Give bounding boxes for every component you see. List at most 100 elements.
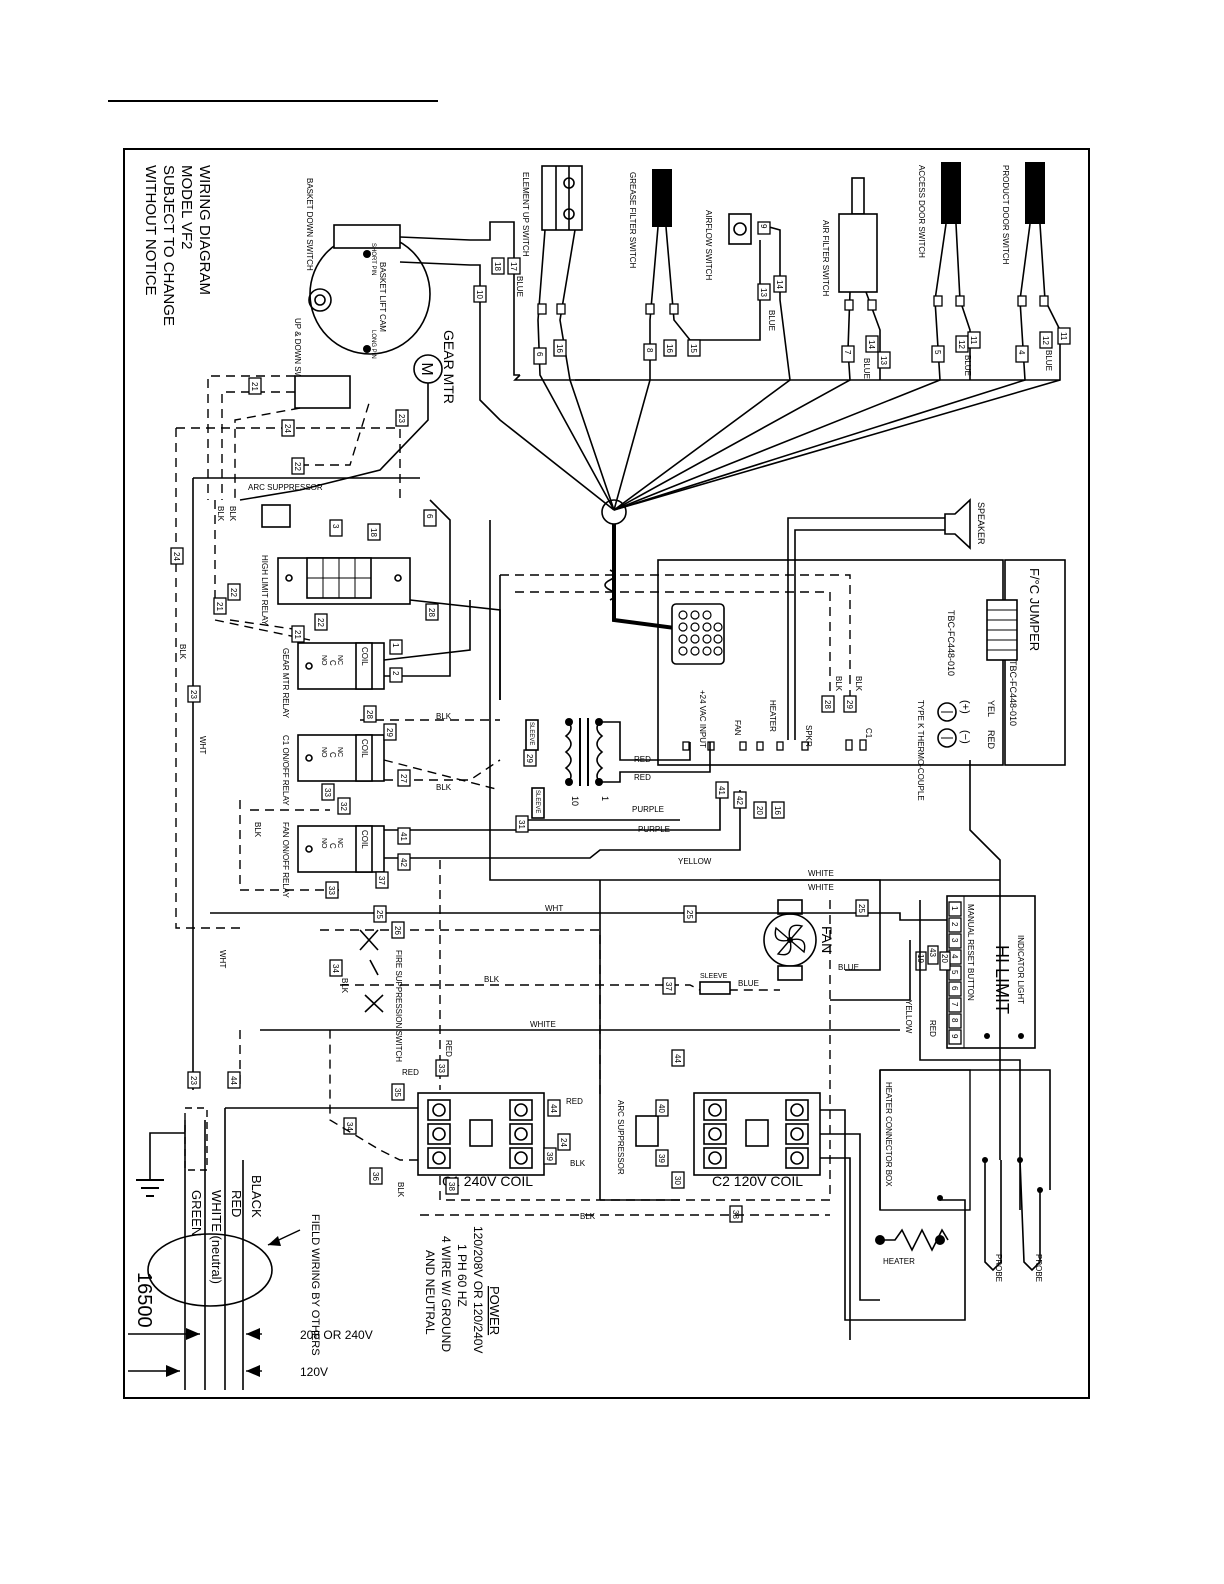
svg-text:22: 22 [316, 618, 325, 627]
svg-text:27: 27 [399, 774, 408, 783]
svg-text:WHT: WHT [218, 950, 227, 968]
left-wiring [175, 375, 1000, 1090]
svg-text:NO: NO [320, 747, 327, 758]
voltage-208-label: 208 OR 240V [300, 1328, 373, 1342]
svg-text:23: 23 [189, 1076, 198, 1085]
field-wiring: BLACK RED WHITE (neutral) GREEN FIELD WI… [147, 1107, 321, 1356]
power-note: POWER 120/208V OR 120/240V 1 PH 60 HZ 4 … [423, 1226, 502, 1353]
svg-text:18: 18 [369, 528, 378, 537]
long-pin-label: LONG PIN [370, 330, 376, 359]
air-filter-switch: AIR FILTER SWITCH [821, 177, 878, 297]
svg-text:BLK: BLK [216, 506, 225, 522]
tx-10-label: 10 [570, 796, 580, 806]
grease-filter-switch-label: GREASE FILTER SWITCH [628, 172, 637, 269]
wire-color-blue-4: BLUE [963, 355, 972, 376]
hi-limit-label: HI LIMIT [992, 945, 1012, 1014]
c2-contactor-label: C2 120V COIL [712, 1173, 803, 1189]
svg-text:29: 29 [525, 754, 534, 763]
svg-text:C: C [328, 660, 337, 666]
high-limit-relay: HIGH LIMIT RELAY [260, 555, 411, 626]
svg-text:17: 17 [509, 262, 518, 271]
ground-symbol [136, 1132, 185, 1197]
up-down-switch [294, 375, 351, 409]
svg-text:18: 18 [493, 262, 502, 271]
svg-text:21: 21 [293, 630, 302, 639]
grease-filter-switch: GREASE FILTER SWITCH [628, 169, 672, 269]
field-black-label: BLACK [249, 1175, 264, 1218]
title-line-3: SUBJECT TO CHANGE [160, 165, 177, 326]
heater-connector-box-label: HEATER CONNECTOR BOX [884, 1082, 893, 1187]
svg-text:41: 41 [399, 832, 408, 841]
field-wiring-note: FIELD WIRING BY OTHERS [309, 1214, 321, 1356]
svg-text:24: 24 [283, 424, 292, 433]
svg-text:BLUE: BLUE [838, 963, 859, 972]
svg-text:20: 20 [755, 806, 764, 815]
svg-text:11: 11 [1059, 332, 1068, 341]
svg-text:14: 14 [775, 280, 784, 289]
svg-text:14: 14 [867, 340, 876, 349]
svg-text:37: 37 [377, 876, 386, 885]
svg-text:41: 41 [717, 786, 726, 795]
control-board [657, 559, 1004, 766]
svg-text:32: 32 [339, 802, 348, 811]
tbc-board-label-2: TBC-FC448-010 [946, 610, 956, 676]
tc-yel-label: YEL [986, 700, 996, 717]
svg-text:BLK: BLK [580, 1212, 596, 1221]
title-line-2: MODEL VF2 [178, 165, 195, 249]
svg-text:40: 40 [657, 1104, 666, 1113]
c1-terminal-label: C1 [864, 728, 873, 739]
svg-text:NO: NO [320, 655, 327, 666]
svg-text:YELLOW: YELLOW [904, 1000, 913, 1034]
element-up-switch-label: ELEMENT UP SWITCH [521, 172, 530, 257]
title-line-4: WITHOUT NOTICE [142, 165, 159, 296]
svg-text:22: 22 [293, 462, 302, 471]
svg-text:WHITE: WHITE [808, 883, 834, 892]
wire-tags-top: 17 18 10 6 16 8 16 15 14 13 9 7 14 13 5 … [473, 221, 1071, 369]
short-pin-label: SHORT PIN [370, 243, 376, 275]
c1-relay: COIL C NC NO C1 ON/OFF RELAY [281, 734, 385, 806]
access-door-switch: ACCESS DOOR SWITCH [917, 162, 961, 258]
power-note-line-1: POWER [487, 1286, 502, 1335]
svg-text:6: 6 [425, 514, 434, 519]
voltage-120-label: 120V [300, 1365, 328, 1379]
fan-relay-label: FAN ON/OFF RELAY [281, 822, 290, 899]
svg-text:9: 9 [950, 1034, 959, 1039]
tbc-board-label-1: TBC-FC448-010 [1008, 660, 1018, 726]
hi-limit: HI LIMIT INDICATOR LIGHT MANUAL RESET BU… [915, 895, 1036, 1049]
svg-text:NC: NC [336, 838, 343, 848]
heater-terminal-label: HEATER [768, 700, 777, 732]
svg-text:5: 5 [933, 350, 942, 355]
svg-text:2: 2 [950, 922, 959, 927]
svg-text:PURPLE: PURPLE [638, 825, 670, 834]
svg-text:13: 13 [759, 288, 768, 297]
tc-red-label: RED [986, 730, 996, 750]
gear-relay-coil: COIL [360, 647, 369, 666]
svg-text:6: 6 [950, 986, 959, 991]
svg-text:COIL: COIL [360, 739, 369, 758]
svg-text:8: 8 [950, 1018, 959, 1023]
svg-text:1: 1 [391, 643, 400, 648]
svg-text:37: 37 [664, 982, 673, 991]
svg-text:11: 11 [969, 336, 978, 345]
svg-text:C: C [328, 843, 337, 849]
svg-text:NO: NO [320, 838, 327, 849]
basket-lift-cam: BASKET LIFT CAM SHORT PIN LONG PIN [308, 224, 431, 359]
svg-text:25: 25 [375, 910, 384, 919]
svg-text:3: 3 [950, 938, 959, 943]
fire-suppression-label: FIRE SUPPRESSION SWITCH [394, 950, 403, 1062]
svg-text:30: 30 [673, 1176, 682, 1185]
wire-color-blue-3: BLUE [862, 358, 871, 379]
svg-text:WHT: WHT [198, 736, 207, 754]
svg-text:39: 39 [545, 1152, 554, 1161]
manual-reset-label: MANUAL RESET BUTTON [966, 904, 975, 1001]
svg-text:BLUE: BLUE [738, 979, 759, 988]
svg-text:20: 20 [940, 954, 949, 963]
title-block: WIRING DIAGRAM MODEL VF2 SUBJECT TO CHAN… [142, 165, 213, 326]
wire-connectors-top [537, 295, 1049, 315]
svg-text:24: 24 [172, 552, 181, 561]
motor-symbol: M [418, 362, 435, 375]
product-door-switch-label: PRODUCT DOOR SWITCH [1001, 165, 1010, 265]
c1-contactor-label: C1 240V COIL [442, 1173, 533, 1189]
wire-color-blk-board-2: BLK [854, 676, 863, 692]
